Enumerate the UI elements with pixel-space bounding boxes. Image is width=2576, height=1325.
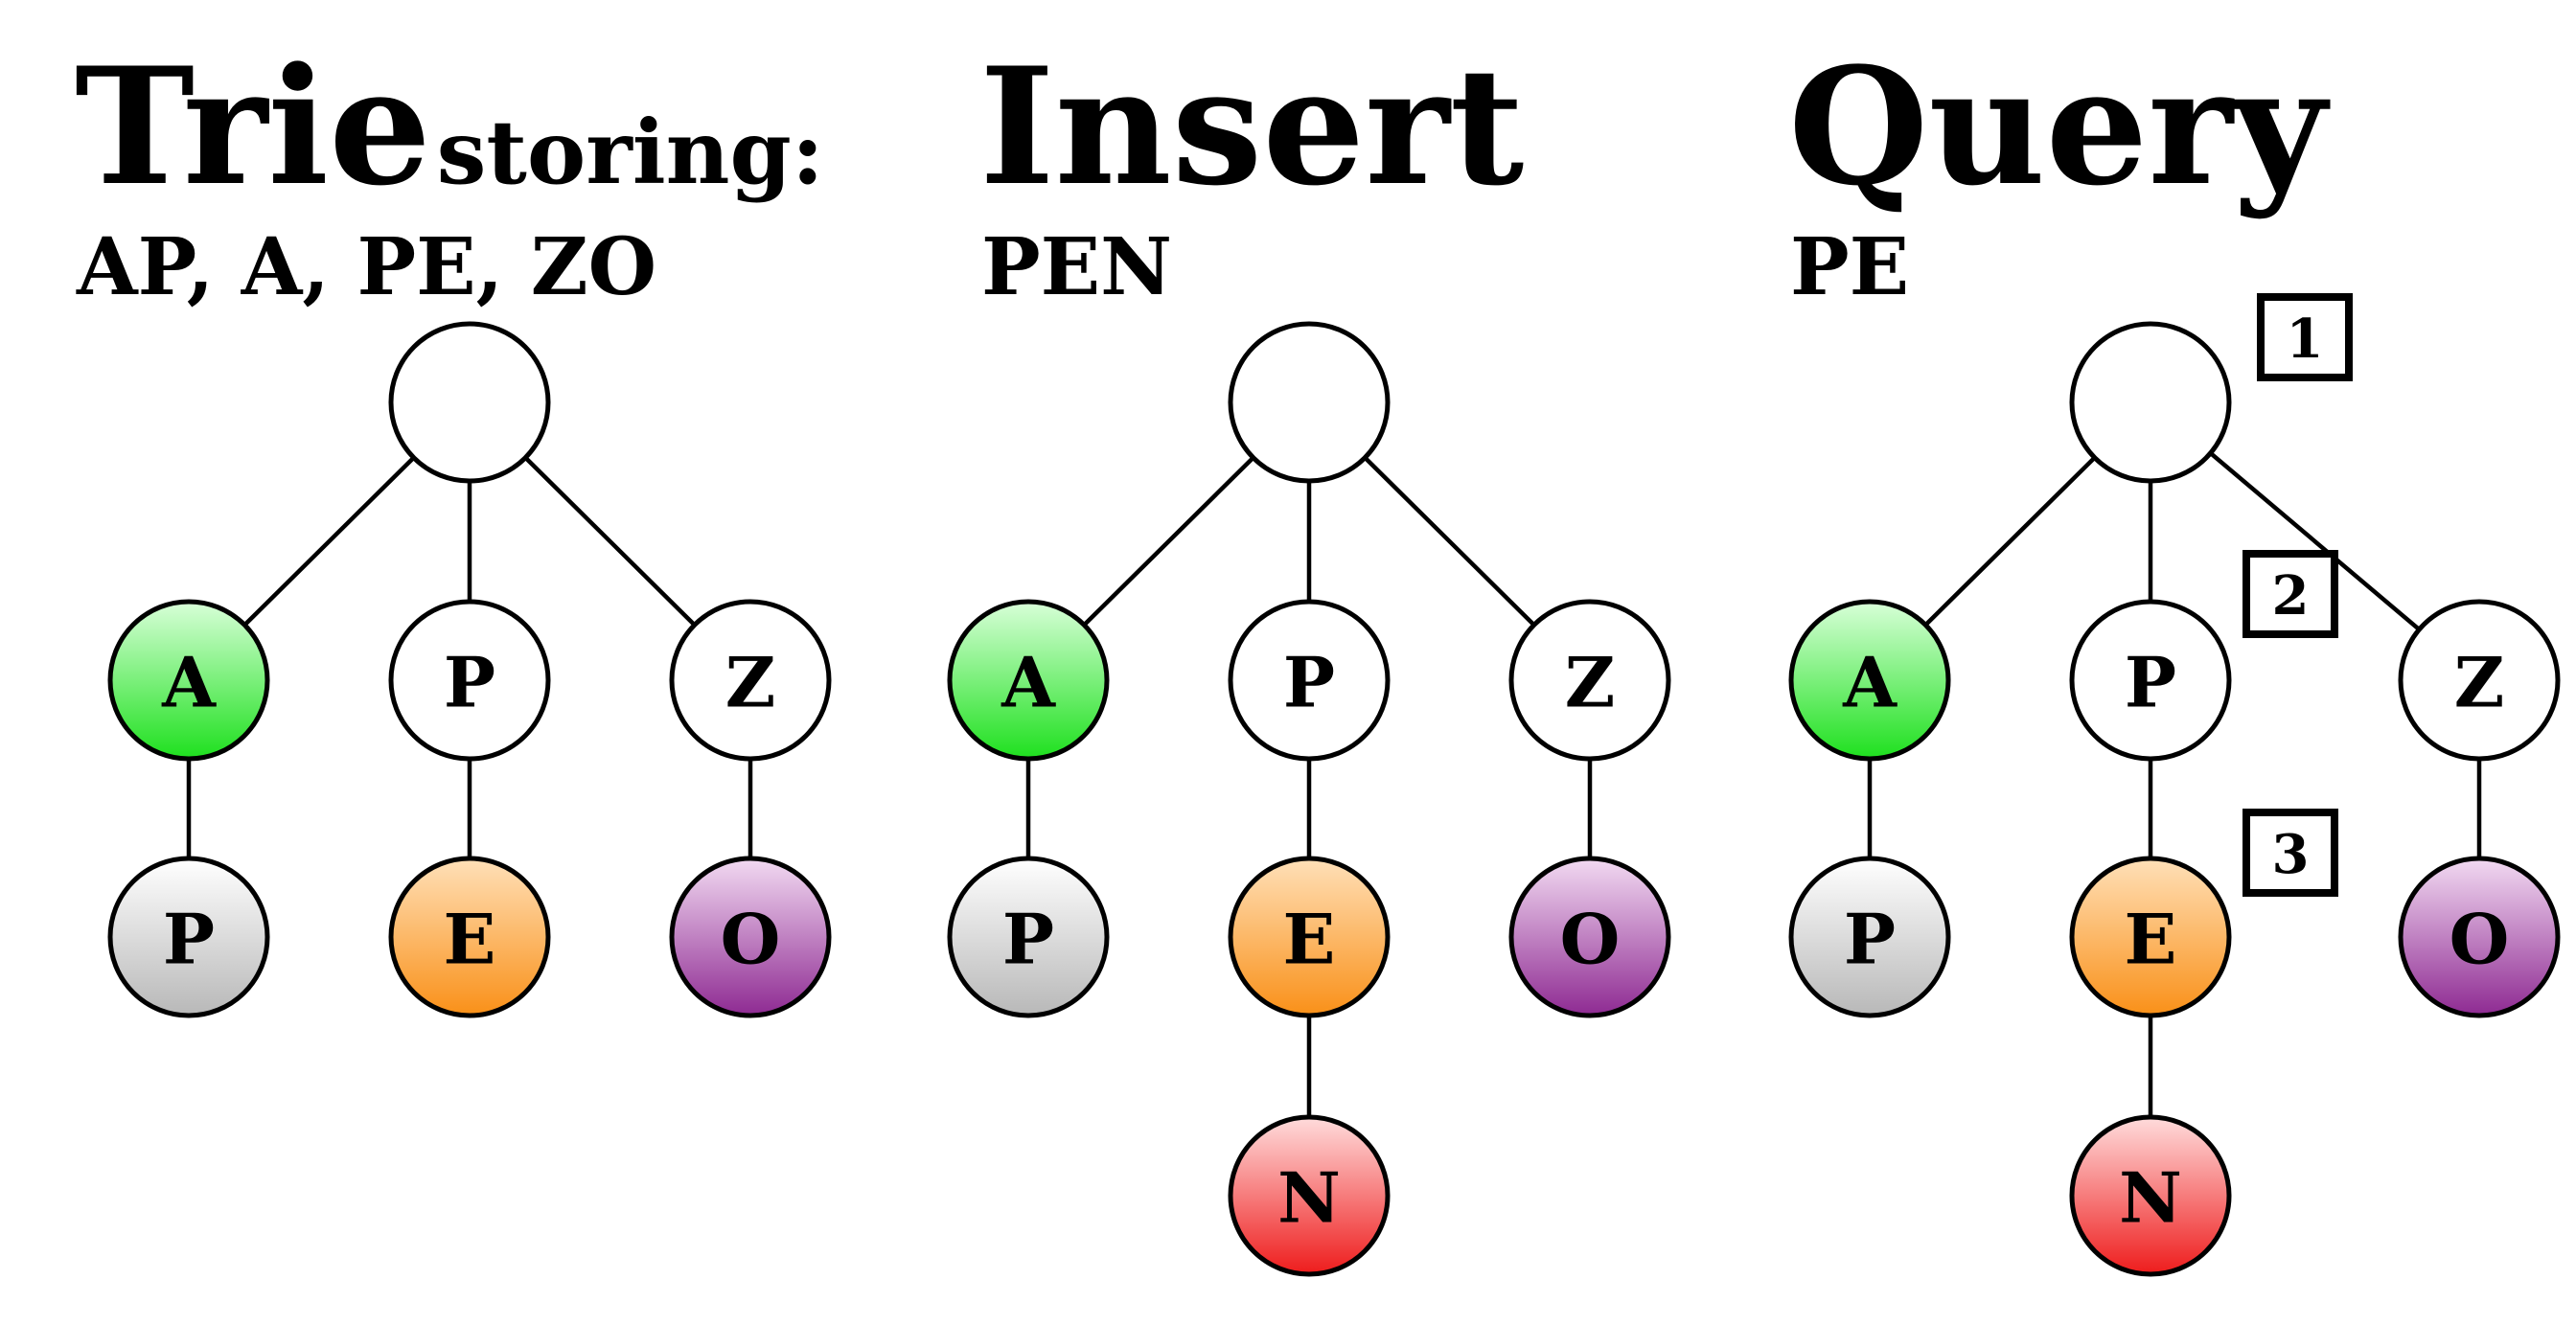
panel-1-node-PE: E <box>388 856 551 1018</box>
query-step-2-box: 2 <box>2242 550 2338 638</box>
node-label: E <box>2125 899 2177 980</box>
panel-2-node-PE: E <box>1228 856 1391 1018</box>
node-label: Z <box>2454 642 2505 723</box>
panel-2-node-PEN: N <box>1228 1114 1391 1277</box>
node-circle <box>107 599 270 762</box>
node-circle <box>669 599 832 762</box>
node-label: E <box>1283 899 1336 980</box>
step-label: 2 <box>2272 564 2310 628</box>
panel-2-node-A: A <box>947 599 1110 762</box>
node-label: O <box>721 899 781 980</box>
panel-1-title-main: Trie <box>75 32 432 221</box>
node-circle <box>1228 599 1391 762</box>
panel-1-title-suffix: storing: <box>436 101 824 204</box>
node-circle <box>2398 856 2561 1018</box>
node-circle <box>1508 599 1671 762</box>
panel-2-title: Insert <box>979 32 1525 221</box>
node-label: Z <box>1565 642 1616 723</box>
query-step-1-box: 1 <box>2257 293 2353 381</box>
panel-2-subtitle: PEN <box>981 221 1173 313</box>
panel-2-node-ZO: O <box>1508 856 1671 1018</box>
node-label: N <box>1277 1157 1341 1239</box>
node-label: P <box>444 642 495 723</box>
node-circle <box>388 599 551 762</box>
panel-2-node-AP: P <box>947 856 1110 1018</box>
panel-3-node-A: A <box>1788 599 1951 762</box>
node-circle <box>388 321 551 484</box>
node-circle <box>2069 1114 2232 1277</box>
node-label: O <box>2450 899 2510 980</box>
panel-1-node-root <box>388 321 551 484</box>
panel-2-node-P: P <box>1228 599 1391 762</box>
step-box-frame <box>2242 550 2338 638</box>
node-label: A <box>161 642 217 723</box>
node-circle <box>1228 856 1391 1018</box>
panel-3-subtitle: PE <box>1790 221 1910 313</box>
node-circle <box>947 856 1110 1018</box>
node-label: Z <box>725 642 776 723</box>
node-circle <box>2069 599 2232 762</box>
node-circle <box>107 856 270 1018</box>
node-circle <box>388 856 551 1018</box>
panel-3-node-ZO: O <box>2398 856 2561 1018</box>
panel-3-node-root <box>2069 321 2232 484</box>
node-label: A <box>1842 642 1898 723</box>
panel-3-node-P: P <box>2069 599 2232 762</box>
panel-3-node-Z: Z <box>2398 599 2561 762</box>
node-label: P <box>2125 642 2176 723</box>
query-step-3-box: 3 <box>2242 809 2338 897</box>
node-label: E <box>444 899 496 980</box>
node-circle <box>1788 599 1951 762</box>
node-label: O <box>1560 899 1621 980</box>
node-circle <box>947 599 1110 762</box>
panel-3-title: Query <box>1788 32 2327 221</box>
node-circle <box>2069 856 2232 1018</box>
node-circle <box>1508 856 1671 1018</box>
panel-1-subtitle: AP, A, PE, ZO <box>77 221 657 313</box>
node-circle <box>2398 599 2561 762</box>
step-label: 3 <box>2272 823 2310 886</box>
node-circle <box>1228 321 1391 484</box>
step-label: 1 <box>2287 308 2324 371</box>
node-label: P <box>1283 642 1335 723</box>
node-label: P <box>163 899 215 980</box>
panel-1-node-Z: Z <box>669 599 832 762</box>
panel-1-node-AP: P <box>107 856 270 1018</box>
panel-2-node-root <box>1228 321 1391 484</box>
panel-1-node-A: A <box>107 599 270 762</box>
panel-3-node-AP: P <box>1788 856 1951 1018</box>
node-label: P <box>1002 899 1054 980</box>
node-label: N <box>2119 1157 2182 1239</box>
panel-1-node-P: P <box>388 599 551 762</box>
node-circle <box>669 856 832 1018</box>
panel-1-node-ZO: O <box>669 856 832 1018</box>
panel-1-title: Trie storing: <box>75 46 824 207</box>
node-label: A <box>1000 642 1056 723</box>
panel-3-node-PE: E <box>2069 856 2232 1018</box>
node-circle <box>2069 321 2232 484</box>
node-circle <box>1788 856 1951 1018</box>
node-label: P <box>1844 899 1896 980</box>
step-box-frame <box>2257 293 2353 381</box>
step-box-frame <box>2242 809 2338 897</box>
node-circle <box>1228 1114 1391 1277</box>
panel-3-node-PEN: N <box>2069 1114 2232 1277</box>
panel-2-node-Z: Z <box>1508 599 1671 762</box>
